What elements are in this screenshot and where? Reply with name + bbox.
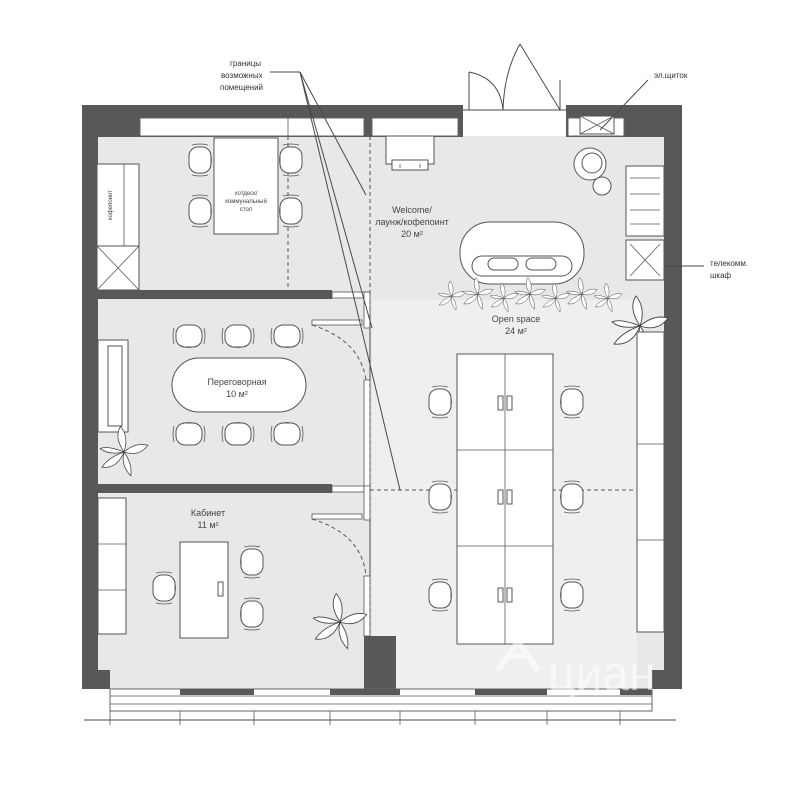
right-wall-bench bbox=[636, 331, 665, 633]
office-desk bbox=[152, 541, 264, 639]
telecom-note-1: телекомм. bbox=[710, 259, 748, 268]
electrical-panel-note: эл.щиток bbox=[654, 71, 688, 80]
open-space-area: 24 м² bbox=[505, 326, 527, 336]
hot-desk-table bbox=[188, 137, 303, 235]
boundaries-note-3: помещений bbox=[220, 83, 263, 92]
right-shelving bbox=[625, 165, 665, 237]
electrical-panel bbox=[579, 115, 615, 135]
boundaries-note-2: возможных bbox=[221, 71, 263, 80]
office-door[interactable] bbox=[311, 513, 367, 577]
welcome-room-name: Welcome/ bbox=[392, 205, 432, 215]
annotation-leaders bbox=[270, 71, 704, 491]
kitchen-counter bbox=[385, 135, 435, 171]
top-windows bbox=[139, 117, 625, 137]
hot-desk-label-2: коммунальный bbox=[225, 198, 267, 205]
welcome-room-area: 20 м² bbox=[401, 229, 423, 239]
meeting-room-door[interactable] bbox=[311, 319, 367, 381]
open-space-desks bbox=[456, 353, 554, 645]
telecom-note-2: шкаф bbox=[710, 271, 732, 280]
office-room-area: 11 м² bbox=[197, 520, 218, 530]
open-space-name: Open space bbox=[492, 314, 541, 324]
hot-desk-label-1: хотдеск/ bbox=[235, 191, 258, 197]
watermark: циан bbox=[495, 636, 656, 701]
armchair-round bbox=[573, 147, 612, 196]
telecom-cabinet bbox=[625, 239, 665, 281]
bottom-windows bbox=[84, 688, 676, 725]
welcome-room-subtitle: лаунж/кофепоинт bbox=[375, 217, 449, 227]
meeting-table bbox=[171, 324, 307, 446]
coffee-point-unit bbox=[96, 163, 140, 291]
meeting-sofa bbox=[97, 339, 129, 433]
entrance-door[interactable] bbox=[463, 43, 566, 111]
boundaries-note-1: границы bbox=[230, 59, 261, 68]
meeting-room-name: Переговорная bbox=[207, 377, 266, 387]
coffee-point-label: кофепоинт bbox=[108, 190, 114, 221]
hot-desk-label-3: стол bbox=[240, 207, 253, 213]
lounge-sofa bbox=[459, 221, 585, 285]
meeting-room-area: 10 м² bbox=[226, 389, 248, 399]
office-room-name: Кабинет bbox=[191, 508, 225, 518]
watermark-text: циан bbox=[548, 648, 656, 701]
office-cabinets bbox=[97, 497, 127, 635]
